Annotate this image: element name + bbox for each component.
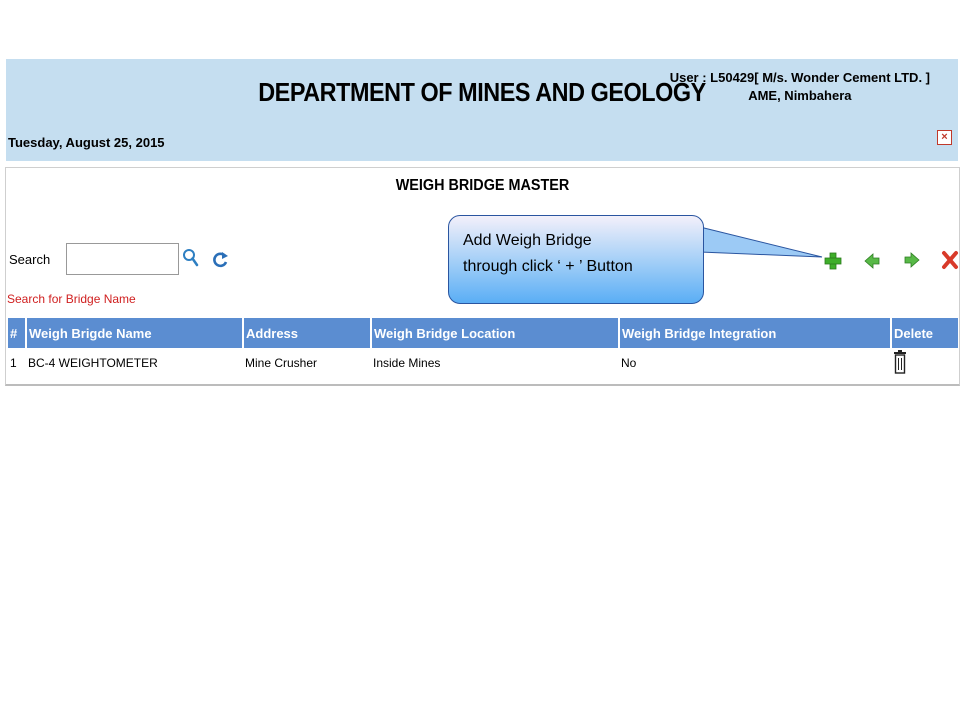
search-icon[interactable] [181,248,201,268]
callout-line-2: through click ‘ + ’ Button [463,258,633,275]
table-row[interactable]: 1 BC-4 WEIGHTOMETER Mine Crusher Inside … [8,348,958,378]
search-input[interactable] [66,243,179,275]
column-header-name[interactable]: Weigh Brigde Name [26,318,244,348]
user-office-line: AME, Nimbahera [748,88,852,103]
next-arrow-icon[interactable] [902,250,922,270]
app-header: DEPARTMENT OF MINES AND GEOLOGY User : L… [6,59,958,161]
column-header-address[interactable]: Address [243,318,372,348]
cell-name[interactable]: BC-4 WEIGHTOMETER [28,356,158,370]
column-header-number[interactable]: # [8,318,27,348]
trash-icon[interactable] [893,349,907,374]
column-header-location[interactable]: Weigh Bridge Location [371,318,620,348]
close-icon[interactable]: × [937,130,952,145]
add-hint-callout: Add Weigh Bridge through click ‘ + ’ But… [448,215,704,304]
column-header-delete: Delete [891,318,958,348]
column-header-integration[interactable]: Weigh Bridge Integration [619,318,892,348]
current-date: Tuesday, August 25, 2015 [8,135,165,150]
user-id-line: User : L50429[ M/s. Wonder Cement LTD. ] [669,70,930,85]
panel-title: WEIGH BRIDGE MASTER [395,177,570,194]
refresh-icon[interactable] [210,250,230,270]
callout-line-1: Add Weigh Bridge [463,232,592,249]
search-label: Search [9,252,51,267]
weigh-bridge-table: # Weigh Brigde Name Address Weigh Bridge… [8,318,958,378]
previous-arrow-icon[interactable] [862,251,882,271]
cell-integration: No [621,356,637,370]
cell-number: 1 [10,356,17,370]
cancel-icon[interactable] [940,250,960,270]
department-title: DEPARTMENT OF MINES AND GEOLOGY [258,77,706,107]
cell-address: Mine Crusher [245,356,318,370]
cell-delete [891,348,958,378]
user-info: User : L50429[ M/s. Wonder Cement LTD. ]… [670,69,930,105]
search-hint: Search for Bridge Name [7,292,136,306]
table-header-row: # Weigh Brigde Name Address Weigh Bridge… [8,318,958,348]
weigh-bridge-panel: WEIGH BRIDGE MASTER Search Search for Br… [5,167,960,386]
add-icon[interactable] [823,251,843,271]
cell-location: Inside Mines [373,356,441,370]
